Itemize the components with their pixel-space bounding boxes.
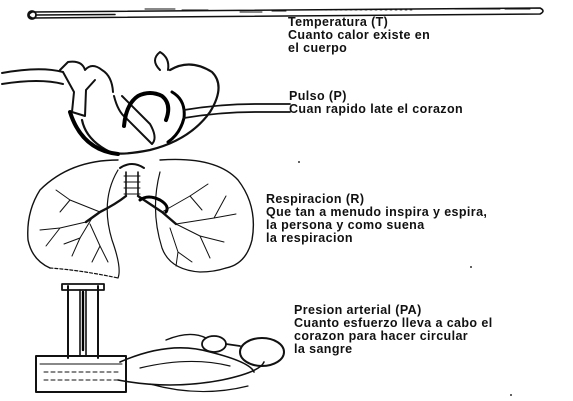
lungs-icon	[28, 159, 254, 278]
thermometer-icon	[28, 8, 543, 19]
heart-icon	[2, 52, 290, 154]
blood-pressure-label: Presion arterial (PA) Cuanto esfuerzo ll…	[294, 304, 493, 356]
respiration-line-3: la respiracion	[266, 232, 487, 245]
blood-pressure-line-3: la sangre	[294, 343, 493, 356]
scan-speck	[510, 394, 512, 396]
temperature-line-2: el cuerpo	[288, 42, 430, 55]
scan-speck	[470, 266, 472, 268]
respiration-label: Respiracion (R) Que tan a menudo inspira…	[266, 193, 487, 245]
sphygmomanometer-icon	[36, 284, 284, 392]
scan-speck	[298, 161, 300, 163]
pulse-line-1: Cuan rapido late el corazon	[289, 103, 463, 116]
pulse-label: Pulso (P) Cuan rapido late el corazon	[289, 90, 463, 116]
temperature-label: Temperatura (T) Cuanto calor existe en e…	[288, 16, 430, 55]
